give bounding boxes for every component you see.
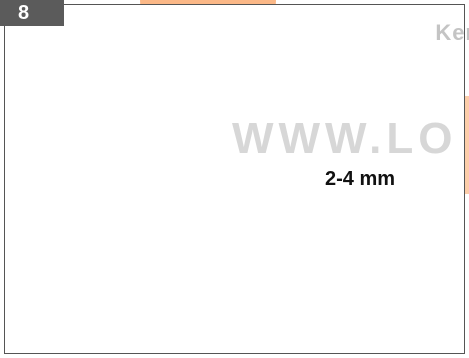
figure-frame — [4, 4, 465, 354]
measurement-label: 2-4 mm — [325, 168, 395, 191]
watermark-brand-text: Ker — [435, 20, 469, 46]
watermark-url-text: WWW.LO — [232, 114, 458, 164]
step-number-badge: 8 — [0, 0, 64, 26]
